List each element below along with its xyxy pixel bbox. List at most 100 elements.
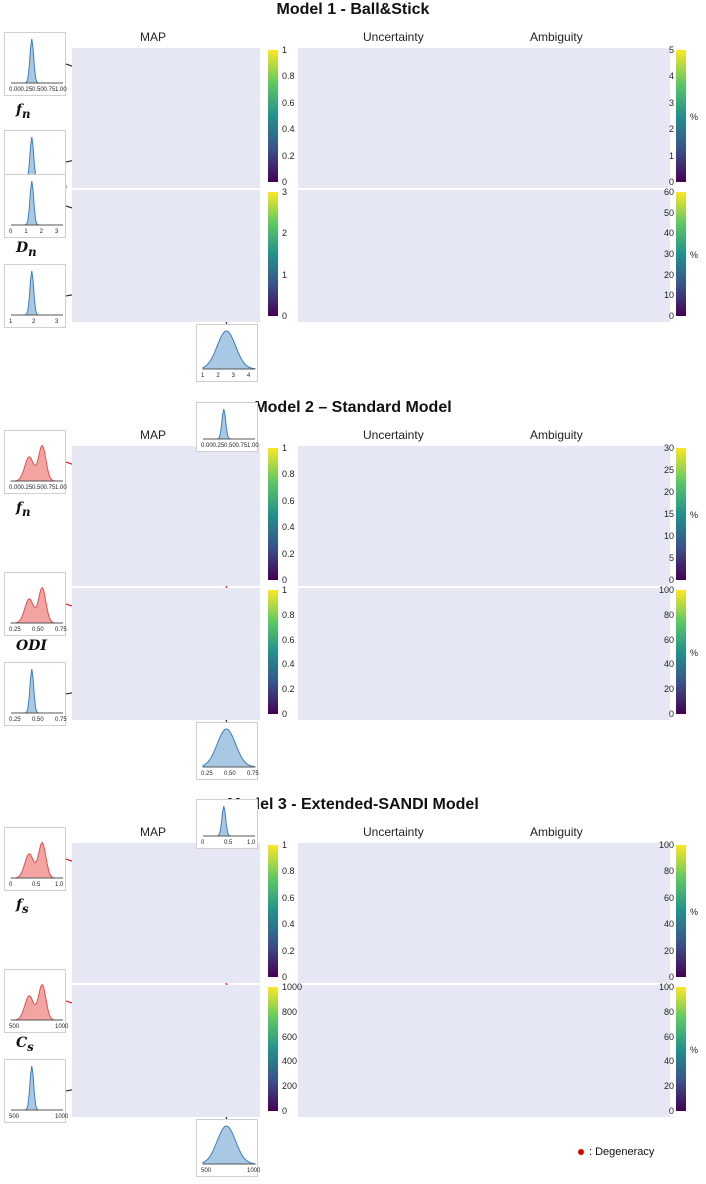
- inset-tick: 1: [24, 229, 28, 235]
- histogram-plot: [11, 180, 63, 226]
- inset-tick: 1.00: [55, 485, 67, 491]
- colorbar-tick: 40: [663, 228, 674, 239]
- inset-tick: 0.75: [43, 485, 56, 491]
- colorbar-tick: 0.6: [282, 97, 295, 108]
- colorbar-tick: 0.2: [282, 150, 295, 161]
- inset-tick: 500: [9, 1114, 20, 1120]
- colorbar-tick: 1: [282, 585, 288, 595]
- inset-tick: 1000: [55, 1114, 69, 1120]
- histogram-plot: [10, 586, 64, 624]
- map-panel: [72, 843, 260, 983]
- colorbar-tick: 40: [663, 1056, 674, 1067]
- model-title: Model 3 - Extended-SANDI Model: [227, 796, 479, 813]
- map-colorbar: [268, 50, 278, 182]
- map-panel: [72, 446, 260, 586]
- inset-tick: 0: [201, 840, 205, 846]
- col-header-map: MAP: [140, 825, 167, 839]
- inset-tick: 3: [55, 229, 59, 235]
- inset-tick: 4: [247, 373, 251, 379]
- col-header-map: MAP: [140, 30, 167, 44]
- legend-text: : Degeneracy: [589, 1146, 655, 1158]
- inset-tick: 0.00: [9, 87, 21, 93]
- uncertainty-ambiguity-panel: [298, 190, 670, 322]
- inset-tick: 1.00: [247, 443, 259, 449]
- inset-tick: 1.00: [55, 87, 67, 93]
- inset-tick: 0.00: [201, 443, 213, 449]
- uncertainty-ambiguity-panel: [298, 843, 670, 983]
- histogram-plot: [11, 668, 63, 714]
- colorbar-tick: 20: [663, 1081, 674, 1092]
- colorbar-tick: 0: [282, 709, 288, 719]
- colorbar-tick: 2: [668, 124, 674, 135]
- uncertainty-ambiguity-panel: [298, 985, 670, 1117]
- variable-symbol: f: [16, 500, 23, 516]
- map-colorbar: [268, 448, 278, 580]
- map-panel: [72, 48, 260, 188]
- colorbar-tick: 5: [668, 45, 674, 55]
- variable-subscript: s: [22, 901, 29, 916]
- percent-colorbar: [676, 845, 686, 977]
- variable-subscript: n: [22, 504, 31, 519]
- map-panel: [72, 190, 260, 322]
- inset-tick: 0.50: [224, 443, 236, 449]
- colorbar-tick: 10: [663, 290, 674, 301]
- colorbar-tick: 0: [668, 972, 674, 982]
- inset-tick: 1000: [247, 1168, 261, 1174]
- inset-tick: 0.25: [201, 771, 213, 777]
- inset-tick: 0.50: [32, 485, 44, 491]
- colorbar-tick: 30: [663, 443, 674, 453]
- inset-tick: 3: [231, 373, 235, 379]
- col-header-uncertainty: Uncertainty: [363, 825, 424, 839]
- colorbar-tick: 20: [663, 684, 674, 695]
- inset-tick: 0.25: [9, 717, 21, 723]
- inset-tick: 1.0: [247, 840, 256, 846]
- colorbar-tick: 60: [663, 892, 674, 903]
- inset-tick: 0.75: [43, 87, 56, 93]
- colorbar-tick: 0.2: [282, 684, 295, 695]
- histogram-plot: [202, 330, 256, 370]
- colorbar-tick: 1: [282, 269, 288, 280]
- uncertainty-ambiguity-panel: [298, 588, 670, 720]
- colorbar-tick: 800: [282, 1006, 298, 1017]
- col-header-map: MAP: [140, 428, 167, 442]
- inset-tick: 0.25: [20, 485, 33, 491]
- colorbar-tick: 1: [282, 45, 288, 55]
- colorbar-tick: 0: [668, 709, 674, 719]
- colorbar-tick: 100: [658, 982, 674, 992]
- percent-unit-label: %: [690, 907, 699, 917]
- uncertainty-ambiguity-panel: [298, 446, 670, 586]
- inset-tick: 0.75: [247, 771, 259, 777]
- colorbar-tick: 0: [282, 972, 288, 982]
- colorbar-tick: 0: [282, 1106, 288, 1116]
- col-header-ambiguity: Ambiguity: [530, 30, 583, 44]
- colorbar-tick: 0: [668, 177, 674, 187]
- colorbar-tick: 0.2: [282, 945, 295, 956]
- inset-tick: 0.25: [9, 627, 21, 633]
- inset-tick: 0.50: [32, 87, 44, 93]
- colorbar-tick: 1: [668, 150, 674, 161]
- colorbar-tick: 40: [663, 919, 674, 930]
- uncertainty-ambiguity-panel: [298, 48, 670, 188]
- degeneracy-legend: : Degeneracy: [578, 1146, 654, 1158]
- colorbar-tick: 400: [282, 1056, 298, 1067]
- colorbar-tick: 600: [282, 1031, 298, 1042]
- col-header-uncertainty: Uncertainty: [363, 30, 424, 44]
- variable-label: fs: [16, 897, 29, 916]
- colorbar-tick: 15: [663, 509, 674, 519]
- colorbar-tick: 0.6: [282, 892, 295, 903]
- inset-tick: 0: [9, 229, 13, 235]
- colorbar-tick: 0: [668, 1106, 674, 1116]
- colorbar-tick: 1: [282, 840, 288, 850]
- inset-tick: 0.75: [55, 717, 67, 723]
- inset-tick: 1.0: [55, 882, 64, 888]
- percent-unit-label: %: [690, 1045, 699, 1055]
- model-title: Model 2 – Standard Model: [254, 399, 452, 416]
- colorbar-tick: 60: [663, 1031, 674, 1042]
- colorbar-tick: 40: [663, 659, 674, 670]
- colorbar-tick: 0.6: [282, 495, 295, 506]
- colorbar-tick: 30: [663, 249, 674, 259]
